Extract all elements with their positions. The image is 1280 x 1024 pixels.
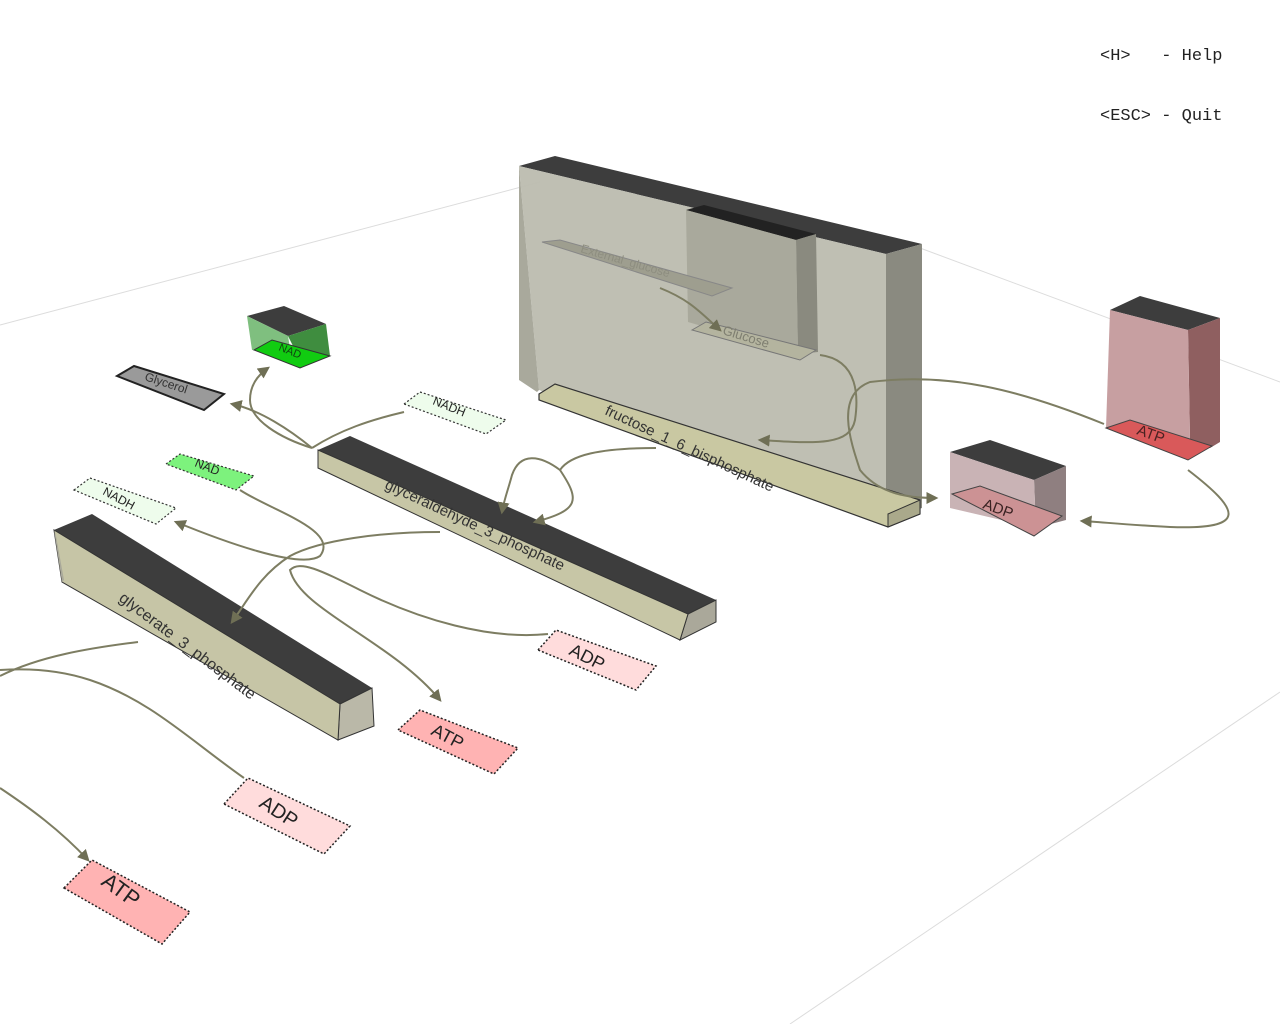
edge-glycerol-nad <box>248 366 313 449</box>
glycerol-node[interactable]: Glycerol <box>114 364 227 412</box>
atp-low-node[interactable]: ATP <box>62 859 192 945</box>
edge-glucose-fructose <box>757 354 858 447</box>
nadh-top-node[interactable]: NADH <box>402 391 508 435</box>
edges <box>0 287 1230 862</box>
nad-node[interactable]: NAD <box>164 453 256 491</box>
nad-store-node[interactable]: NAD <box>247 306 332 369</box>
adp-low-node[interactable]: ADP <box>222 777 352 855</box>
edge-glycerate-out <box>0 641 139 677</box>
edge-nadh-glycerol <box>311 411 405 449</box>
glycerate-node[interactable]: glycerate_3_phosphate <box>53 514 375 741</box>
help-shortcut: <H> - Help <box>1100 47 1223 66</box>
edge-atp-adp-right <box>1079 469 1230 529</box>
edge-adp-glycerate <box>288 565 549 702</box>
edge-nad-glycerate <box>173 489 325 561</box>
edge-g3p-glycerol <box>229 400 313 449</box>
edge-atp-fructose <box>847 378 1105 504</box>
adp-store-node[interactable]: ADP <box>950 440 1066 537</box>
adp-mid-node[interactable]: ADP <box>536 629 658 691</box>
quit-shortcut: <ESC> - Quit <box>1100 107 1223 126</box>
atp-mid-node[interactable]: ATP <box>396 709 520 775</box>
edge-adp-low-in <box>0 668 245 779</box>
edge-fructose-g3p-b <box>497 457 561 515</box>
glucose-compartment[interactable] <box>686 205 818 354</box>
edge-g3p-glycerate <box>230 531 441 624</box>
edge-fructose-g3p-a <box>532 447 657 526</box>
edge-extglucose-glucose <box>659 287 722 332</box>
edge-atp-low-in <box>0 787 90 862</box>
help-overlay: <H> - Help <ESC> - Quit <box>1100 7 1222 147</box>
atp-store-node[interactable]: ATP <box>1104 296 1220 461</box>
